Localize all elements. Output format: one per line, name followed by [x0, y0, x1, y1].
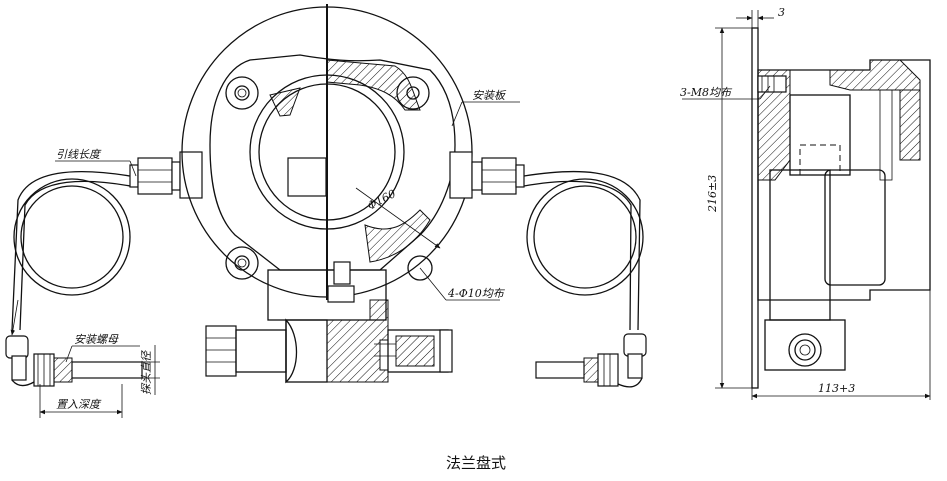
right-cable-gland: [449, 151, 525, 199]
lower-housing: [205, 261, 453, 384]
lead-length-label: 引线长度: [56, 148, 102, 161]
side-section-view: [751, 27, 931, 389]
bolts-label: 3-M8均布: [680, 86, 733, 99]
drawing-caption: 法兰盘式: [446, 454, 506, 472]
left-cable-gland: [129, 151, 203, 199]
diameter-label: Φ160: [365, 187, 398, 213]
insert-depth-label: 置入深度: [56, 398, 102, 411]
width-label: 113+3: [818, 382, 855, 395]
thickness-label: 3: [778, 6, 785, 19]
left-cable-coil: [10, 170, 131, 336]
height-label: 216±3: [706, 175, 719, 213]
right-probe-fitting: [535, 333, 647, 388]
right-cable-coil: [523, 170, 644, 331]
holes-label: 4-Φ10均布: [447, 287, 506, 300]
flange-front-view: [181, 4, 473, 300]
mounting-plate-label: 安装板: [472, 89, 507, 102]
probe-diameter-label: 探头直径: [140, 350, 153, 395]
dimension-lines: [39, 10, 931, 418]
mounting-nut-label: 安装螺母: [74, 333, 119, 346]
